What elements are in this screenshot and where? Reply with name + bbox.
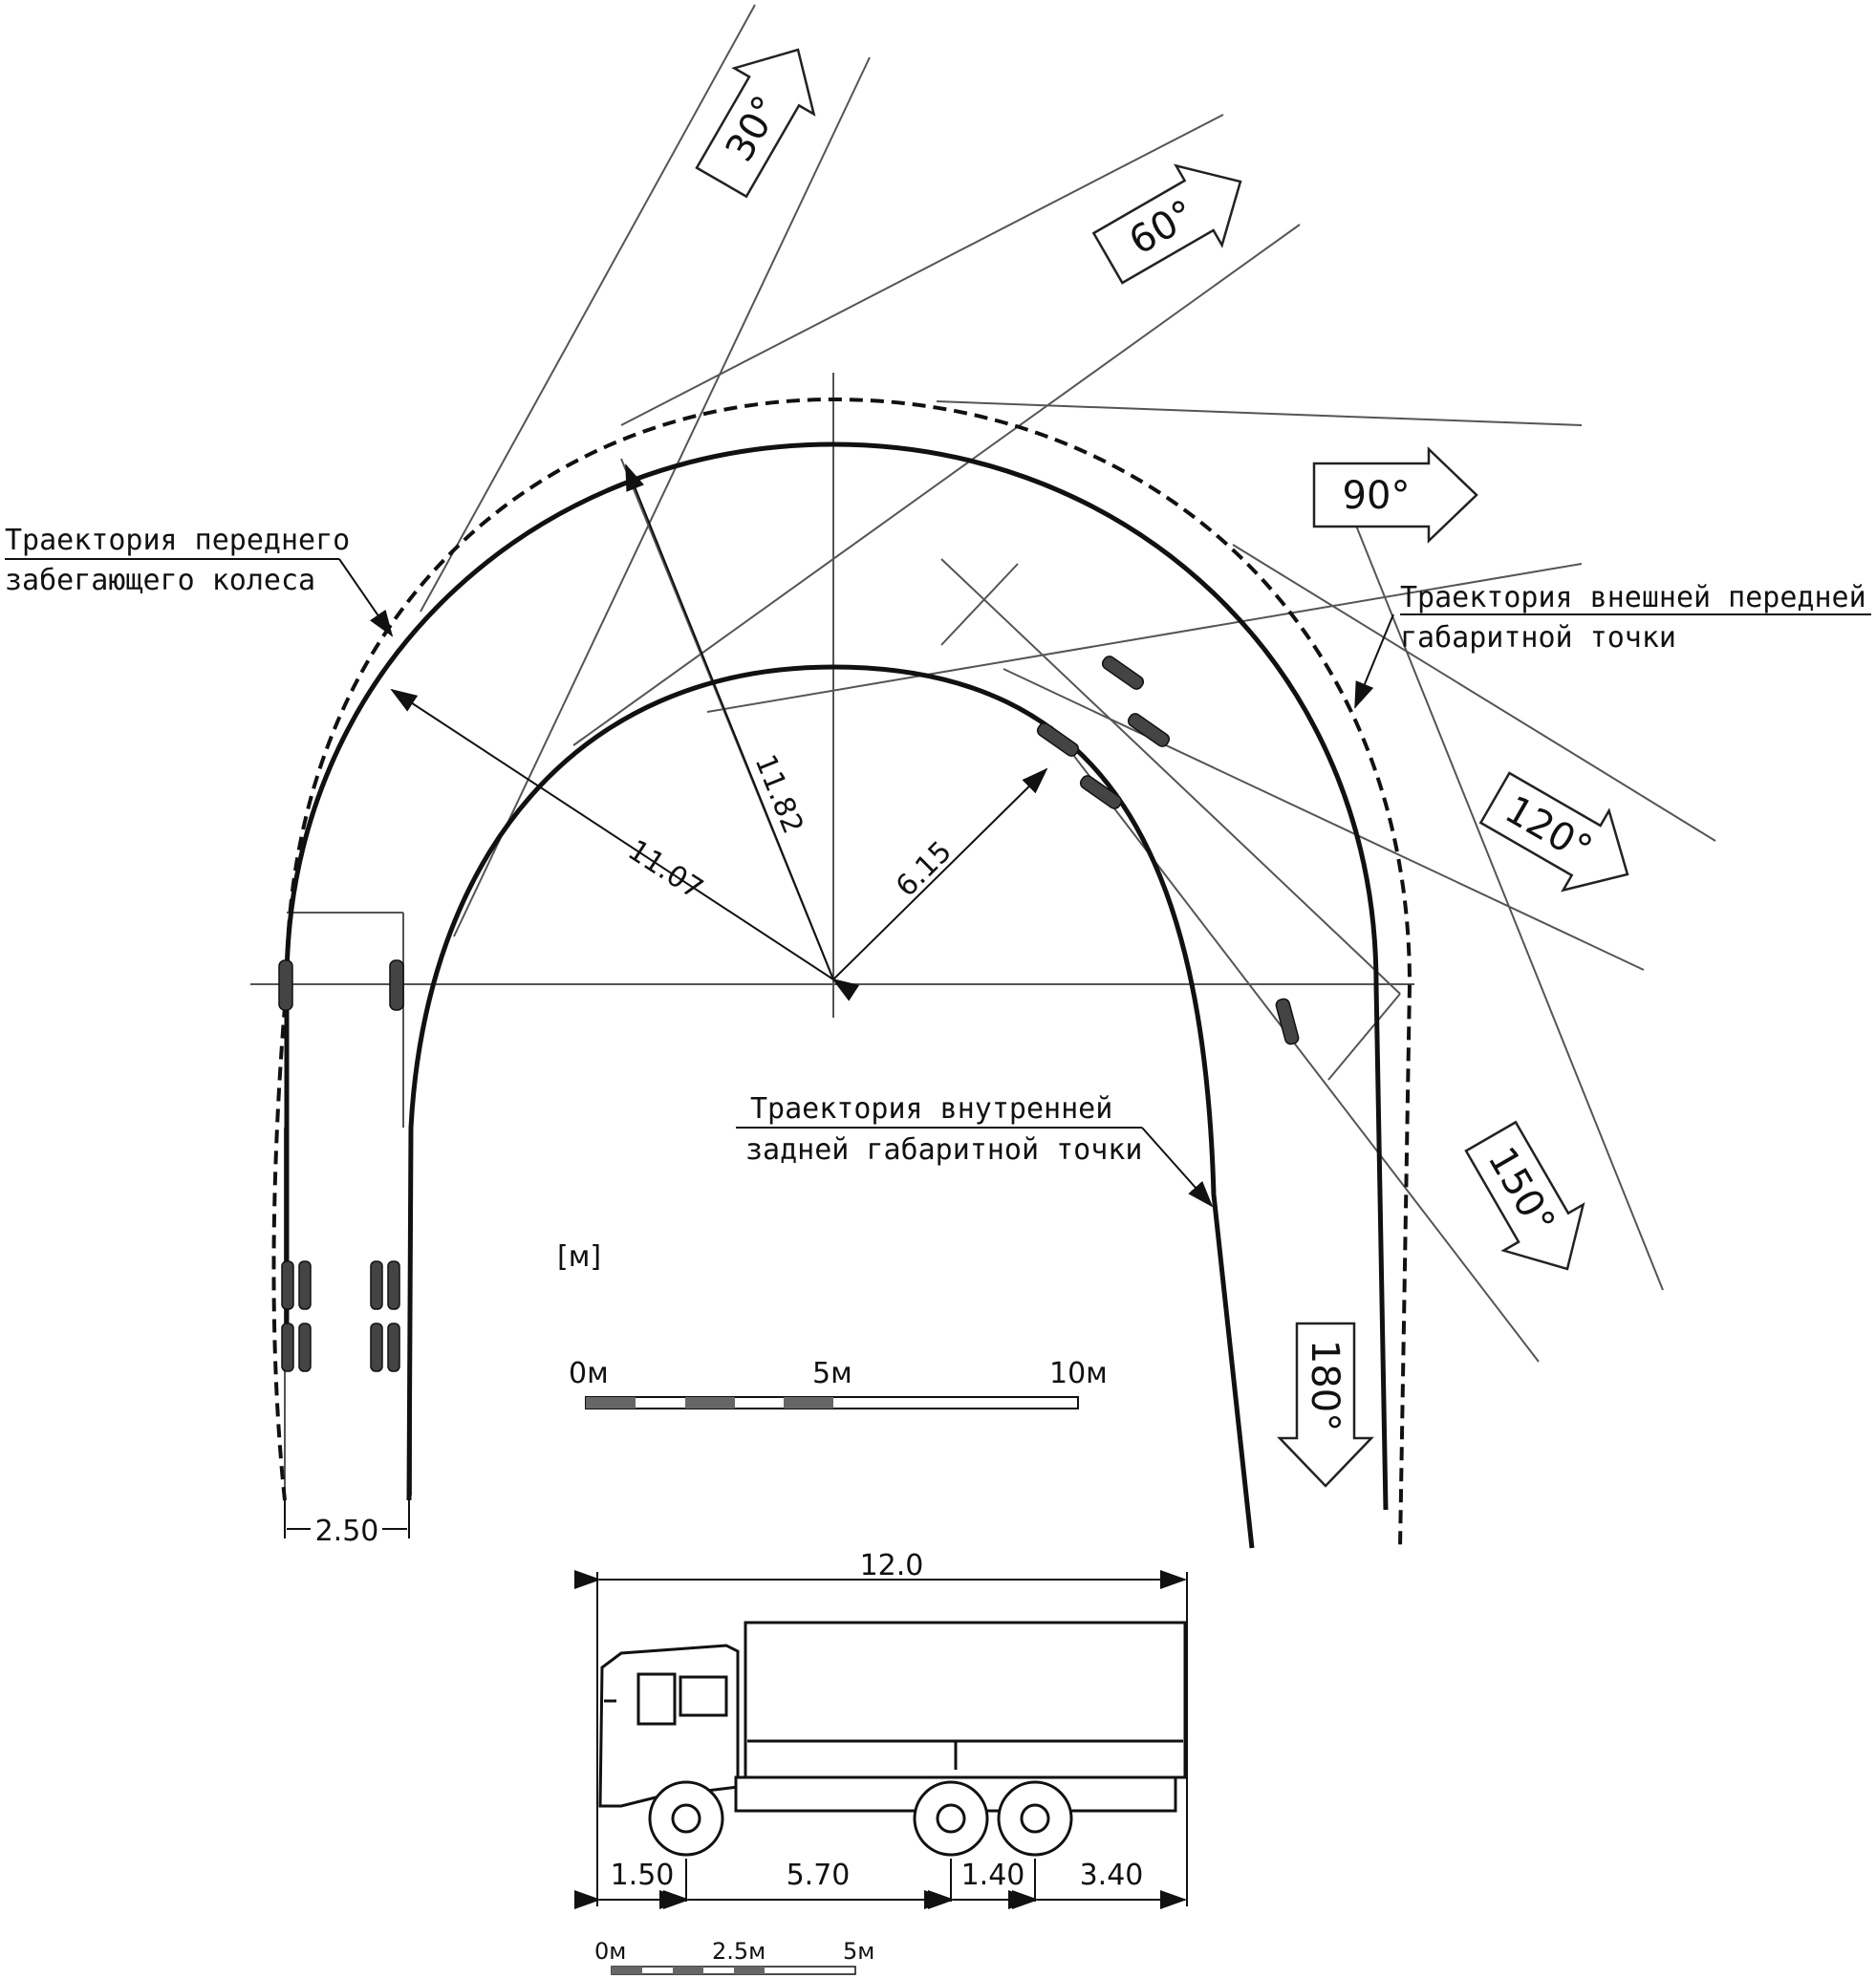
label-outer-front-point-path: Траектория внешней передней габаритной т… xyxy=(1354,581,1871,709)
truck-segment-label: 3.40 xyxy=(1080,1859,1144,1892)
svg-text:5м: 5м xyxy=(812,1357,852,1390)
truck-segment-label: 1.50 xyxy=(611,1859,675,1892)
svg-text:10м: 10м xyxy=(1049,1357,1108,1390)
truck-length-label: 12.0 xyxy=(860,1549,924,1582)
svg-text:5м: 5м xyxy=(843,1938,874,1965)
wheel-icon xyxy=(370,1260,383,1310)
svg-text:габаритной точки: габаритной точки xyxy=(1400,621,1676,655)
wheel-icon xyxy=(298,1323,312,1372)
angle-arrow-120: 120° xyxy=(1478,771,1629,893)
svg-text:2.50: 2.50 xyxy=(315,1515,379,1548)
angle-arrow-60: 60° xyxy=(1091,163,1242,285)
scale-bar-bottom: 0м 2.5м 5м xyxy=(594,1938,874,1975)
truck-icon: 12.0 1.50 5.70 1.40 3.40 xyxy=(574,1549,1188,1909)
radius-label-6-15: 6.15 xyxy=(890,835,959,904)
wheels-group xyxy=(278,656,1300,1372)
wheel-icon xyxy=(1275,998,1300,1045)
angle-arrow-180: 180° xyxy=(1277,1322,1374,1488)
scale-bar-top: 0м 5м 10м xyxy=(569,1357,1108,1409)
construction-lines xyxy=(250,4,1716,1495)
wheel-icon xyxy=(387,1260,400,1310)
svg-text:задней габаритной точки: задней габаритной точки xyxy=(745,1133,1142,1167)
svg-text:2.5м: 2.5м xyxy=(712,1938,765,1965)
wheel-icon xyxy=(389,959,404,1011)
wheel-icon xyxy=(387,1323,400,1372)
angle-arrow-150: 150° xyxy=(1464,1120,1585,1271)
svg-text:забегающего колеса: забегающего колеса xyxy=(5,564,315,597)
wheel-icon xyxy=(1101,656,1145,690)
label-front-wheel-path: Траектория переднего забегающего колеса xyxy=(5,524,394,637)
svg-text:Траектория внешней передней: Траектория внешней передней xyxy=(1400,581,1866,614)
svg-text:0м: 0м xyxy=(594,1938,626,1965)
label-inner-rear-point-path: Траектория внутренней задней габаритной … xyxy=(736,1092,1214,1208)
wheel-icon xyxy=(298,1260,312,1310)
svg-text:0м: 0м xyxy=(569,1357,609,1390)
angle-arrow-30: 30° xyxy=(695,48,816,199)
angle-arrow-90: 90° xyxy=(1312,446,1478,544)
wheel-icon xyxy=(278,959,293,1011)
svg-text:Траектория внутренней: Траектория внутренней xyxy=(750,1092,1112,1126)
wheel-icon xyxy=(1036,722,1080,757)
units-label: [м] xyxy=(557,1240,601,1274)
radius-label-11-07: 11.07 xyxy=(622,833,709,906)
track-width-dimension: 2.50 xyxy=(284,1500,410,1548)
wheel-icon xyxy=(281,1323,294,1372)
angle-label: 180° xyxy=(1303,1340,1347,1431)
wheel-icon xyxy=(1079,775,1123,809)
wheel-icon xyxy=(1127,713,1171,747)
truck-segment-label: 5.70 xyxy=(787,1859,851,1892)
truck-segment-label: 1.40 xyxy=(961,1859,1025,1892)
wheel-icon xyxy=(370,1323,383,1372)
angle-label: 90° xyxy=(1343,474,1411,518)
svg-text:Траектория переднего: Траектория переднего xyxy=(5,524,350,557)
trajectories xyxy=(271,397,1412,1549)
wheel-icon xyxy=(281,1260,294,1310)
